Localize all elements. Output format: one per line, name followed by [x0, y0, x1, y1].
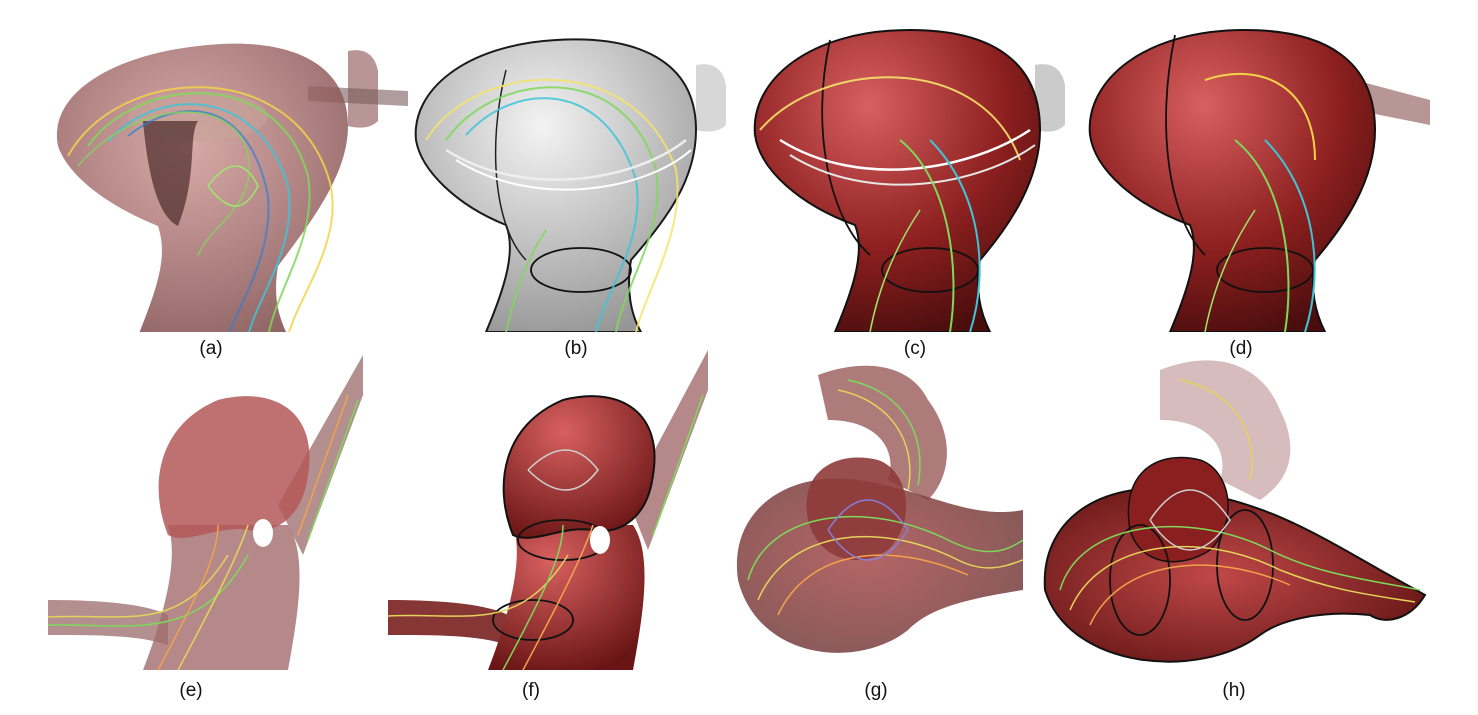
- streamline: [847, 379, 921, 486]
- caption-e: (e): [179, 680, 203, 701]
- streamline: [869, 209, 921, 332]
- streamline: [48, 554, 249, 627]
- streamline: [1179, 379, 1253, 481]
- caption-d: (d): [1229, 338, 1253, 359]
- streamline: [107, 103, 291, 332]
- caption-h: (h): [1222, 680, 1246, 701]
- panel-d-image: [1085, 20, 1430, 332]
- streamline: [837, 389, 911, 491]
- streamline: [465, 97, 639, 332]
- streamline: [1089, 564, 1291, 626]
- streamline: [455, 149, 692, 191]
- streamline: [1264, 139, 1316, 332]
- streamline: [425, 78, 679, 332]
- streamline: [757, 535, 1023, 601]
- caption-g: (g): [864, 680, 888, 701]
- streamline: [789, 144, 1036, 186]
- streamline: [1204, 72, 1316, 161]
- streamline: [388, 554, 569, 617]
- panel-a-image: [48, 36, 408, 332]
- caption-a: (a): [199, 338, 223, 359]
- streamline: [527, 449, 599, 491]
- streamline: [522, 524, 594, 670]
- streamline: [307, 399, 359, 541]
- streamline: [157, 524, 219, 670]
- caption-f: (f): [522, 680, 540, 701]
- panel-c-image: [750, 20, 1080, 332]
- streamline: [777, 554, 969, 616]
- streamline: [779, 128, 1031, 171]
- streamline: [929, 139, 981, 332]
- streamline: [1069, 545, 1416, 611]
- streamline: [297, 394, 349, 536]
- streamline: [445, 86, 659, 332]
- streamline: [67, 86, 334, 332]
- panel-e-image: [48, 355, 363, 670]
- streamline: [899, 139, 955, 332]
- streamline: [177, 524, 249, 670]
- streamline: [87, 92, 311, 332]
- streamline: [1204, 209, 1256, 332]
- streamline: [827, 499, 909, 561]
- streamline: [77, 111, 251, 257]
- streamline: [502, 524, 564, 670]
- streamline: [505, 229, 547, 332]
- streamline: [747, 515, 1023, 581]
- panel-g-image: [728, 360, 1023, 670]
- panel-h-image: [1040, 350, 1430, 680]
- streamline: [1149, 489, 1231, 551]
- streamline: [1234, 139, 1290, 332]
- streamline: [652, 394, 704, 536]
- caption-b: (b): [564, 338, 588, 359]
- streamline: [759, 76, 1021, 161]
- caption-c: (c): [903, 338, 927, 359]
- streamline: [1059, 525, 1421, 591]
- panel-f-image: [388, 350, 708, 670]
- streamline: [445, 139, 687, 181]
- streamline: [207, 165, 259, 207]
- streamline: [48, 554, 229, 618]
- panel-b-image: [406, 30, 736, 332]
